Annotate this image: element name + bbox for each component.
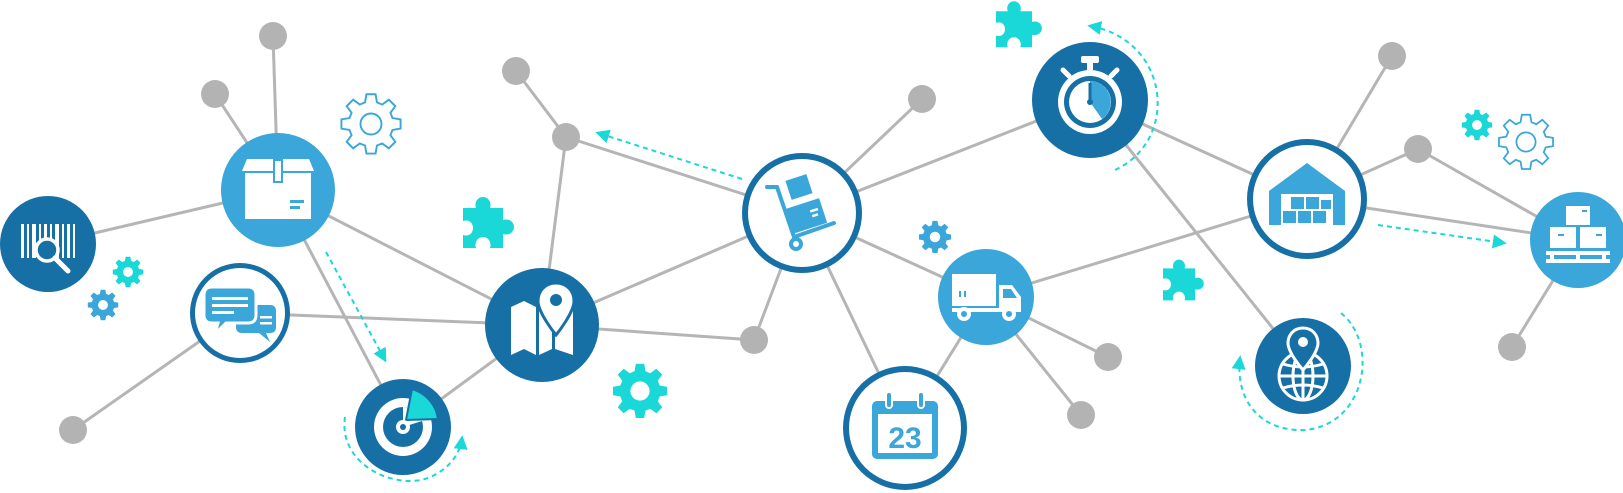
gray-node: [1498, 333, 1526, 361]
warehouse-icon: [1269, 163, 1345, 225]
stopwatch-icon: [1058, 56, 1122, 134]
gray-node: [59, 416, 87, 444]
puzzle-icon: [996, 1, 1042, 48]
dashed-arrows: [325, 21, 1507, 482]
gray-node: [201, 80, 229, 108]
dashed-arrow: [1377, 224, 1507, 249]
gear-icon: [612, 363, 668, 419]
gray-node: [552, 123, 580, 151]
gray-node: [1067, 401, 1095, 429]
barcode-search-icon: [21, 224, 75, 274]
calendar-node: 23: [843, 366, 967, 490]
stopwatch-node: [1032, 42, 1148, 158]
cart-node: [742, 153, 862, 273]
gear-icon: [87, 289, 119, 321]
pie-chart-icon: [374, 387, 440, 456]
dashed-arrow: [1087, 21, 1159, 171]
calendar-icon: 23: [872, 391, 938, 459]
pallet-boxes-icon: [1546, 206, 1610, 263]
dashed-arrow: [325, 251, 387, 363]
gray-node: [908, 85, 936, 113]
dashed-arrow: [343, 416, 468, 482]
dashed-arrow: [1231, 312, 1364, 432]
box-node: [221, 133, 335, 247]
globe-node: [1255, 318, 1351, 414]
calendar-date: 23: [888, 422, 921, 455]
map-node: [485, 268, 599, 382]
gears: [87, 93, 1554, 419]
puzzles: [463, 1, 1204, 301]
package-box-icon: [242, 159, 314, 219]
delivery-truck-icon: [952, 274, 1021, 321]
chat-node: [190, 263, 290, 363]
gear-icon: [340, 93, 402, 155]
warehouse-node: [1247, 139, 1367, 259]
pie-node: [355, 379, 451, 475]
gray-node: [740, 326, 768, 354]
gray-node: [1378, 42, 1406, 70]
globe-pin-icon: [1277, 326, 1329, 402]
gray-nodes: [59, 22, 1526, 444]
barcode-node: [0, 196, 96, 292]
gear-icon: [918, 220, 952, 254]
gray-node: [502, 57, 530, 85]
map-pin-icon: [511, 281, 576, 355]
gear-icon: [1498, 113, 1554, 170]
truck-node: [938, 249, 1034, 345]
dashed-arrow: [595, 129, 743, 180]
puzzle-icon: [1163, 259, 1204, 301]
gray-node: [259, 22, 287, 50]
hand-truck-icon: [765, 174, 836, 251]
pallet-node: [1530, 192, 1623, 288]
puzzle-icon: [463, 197, 514, 248]
gray-node: [1094, 343, 1122, 371]
gear-icon: [1461, 109, 1493, 141]
chat-bubbles-icon: [202, 285, 276, 342]
gear-icon: [112, 256, 144, 288]
gray-node: [1404, 135, 1432, 163]
